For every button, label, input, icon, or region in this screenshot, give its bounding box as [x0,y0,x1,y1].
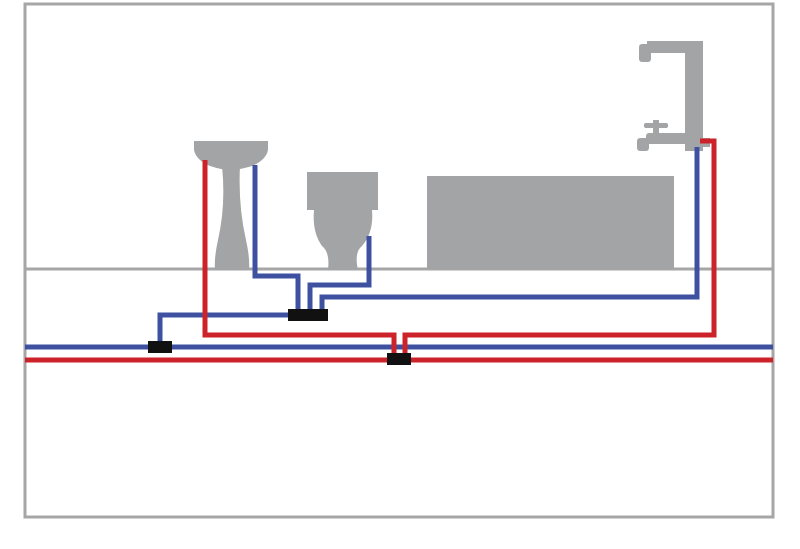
outer-frame [23,2,775,519]
cold-branch-to-manifold [157,312,296,347]
manifold-upper [288,309,328,321]
hot-branch-bath [402,138,717,360]
washbasin-icon [194,141,268,270]
pipe-fittings [148,309,411,365]
hot-branch-basin [202,160,397,360]
manifold-lower [387,353,411,365]
cold-branch-toilet [307,236,372,315]
shower-icon [639,41,703,151]
cold-tee-left [148,341,172,353]
toilet-icon [307,172,378,270]
cold-branch-bath [319,147,700,315]
bathtub-icon [427,176,674,269]
cold-branch-basin [252,165,301,315]
